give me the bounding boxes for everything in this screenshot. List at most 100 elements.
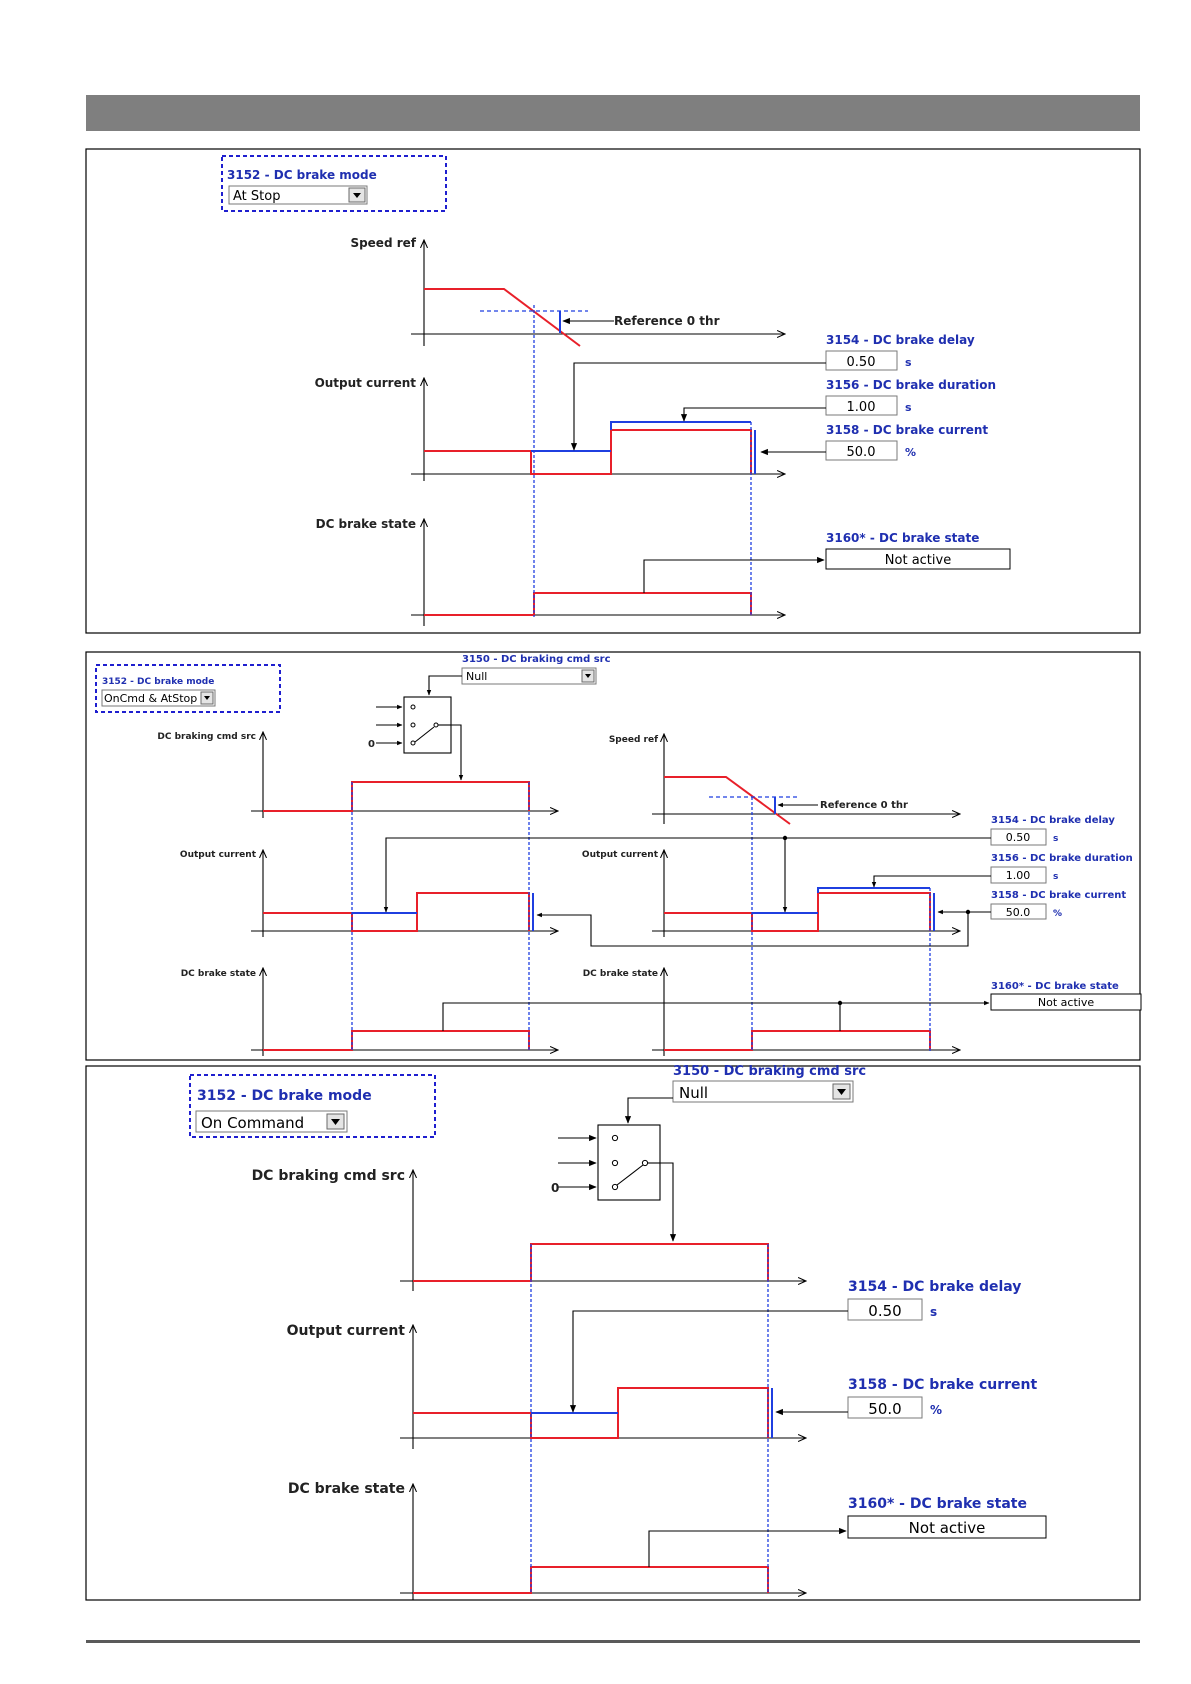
- dc-brake-current-param: 3158 - DC brake current 50.0 %: [825, 423, 988, 461]
- cmd-src-label: 3150 - DC braking cmd src: [673, 1064, 866, 1079]
- reference-threshold-label: Reference 0 thr: [820, 800, 908, 811]
- dc-brake-current-param: 3158 - DC brake current 50.0 %: [990, 890, 1126, 920]
- mode-dropdown-value: At Stop: [233, 189, 280, 204]
- chevron-down-icon: [837, 1089, 846, 1095]
- cmd-src-dropdown-field[interactable]: [672, 1080, 854, 1103]
- panel-at-stop: 3152 - DC brake mode At Stop Speed ref R…: [85, 148, 1141, 634]
- switch-contact: [410, 722, 416, 728]
- mode-box-border: [189, 1074, 436, 1138]
- dc-brake-mode-selector: 3152 - DC brake mode At Stop: [221, 155, 447, 212]
- switch-contact: [410, 740, 416, 746]
- right-output-current-axis-label: Output current: [582, 850, 659, 860]
- cmd-src-dropdown[interactable]: Null: [461, 667, 597, 685]
- mode-dropdown-field[interactable]: [101, 689, 216, 707]
- header-bar: [86, 95, 1140, 131]
- cmd-src-label: 3150 - DC braking cmd src: [462, 654, 611, 665]
- cmd-src-dropdown[interactable]: Null: [672, 1080, 854, 1103]
- chevron-down-icon: [204, 696, 210, 700]
- dc-brake-delay-value: 0.50: [1006, 831, 1031, 844]
- dc-brake-duration-label: 3156 - DC brake duration: [991, 853, 1133, 864]
- dc-brake-current-input[interactable]: [825, 440, 898, 461]
- switch-contact: [410, 704, 416, 710]
- dc-brake-state-display: [825, 548, 1011, 570]
- dc-brake-delay-input[interactable]: [847, 1298, 923, 1321]
- footer-rule: [86, 1640, 1140, 1643]
- switch-zero-label: 0: [551, 1181, 559, 1195]
- left-output-current-axis-label: Output current: [180, 850, 257, 860]
- dc-brake-delay-label: 3154 - DC brake delay: [826, 333, 975, 347]
- dc-brake-delay-param: 3154 - DC brake delay 0.50 s: [990, 815, 1115, 846]
- dc-brake-current-param: 3158 - DC brake current 50.0 %: [847, 1377, 1038, 1419]
- delay-junction: [782, 835, 788, 841]
- dc-brake-delay-param: 3154 - DC brake delay 0.50 s: [825, 333, 975, 371]
- dc-brake-delay-input[interactable]: [990, 828, 1047, 846]
- dc-brake-state-axis-label: DC brake state: [288, 1481, 405, 1497]
- chevron-down-icon: [353, 193, 361, 198]
- dc-brake-delay-value: 0.50: [847, 355, 876, 370]
- duration-connector-arrow: [871, 875, 991, 888]
- dc-brake-state-label: 3160* - DC brake state: [826, 531, 979, 545]
- chevron-down-icon: [331, 1119, 340, 1125]
- cmd-src-dropdown-value: Null: [679, 1084, 708, 1102]
- dc-brake-current-label: 3158 - DC brake current: [826, 423, 988, 437]
- current-connector-to-left: [536, 912, 969, 947]
- dc-brake-duration-input[interactable]: [990, 866, 1047, 884]
- dc-brake-delay-input[interactable]: [825, 350, 898, 371]
- dc-brake-current-unit: %: [1053, 909, 1062, 919]
- chevron-down-icon: [585, 674, 591, 678]
- switch-lever: [616, 1164, 644, 1186]
- dc-brake-current-input[interactable]: [847, 1396, 923, 1419]
- dc-brake-state-label: 3160* - DC brake state: [848, 1496, 1027, 1512]
- dc-brake-current-unit: %: [930, 1403, 942, 1417]
- mode-dropdown-field[interactable]: [195, 1110, 348, 1133]
- dc-brake-duration-unit: s: [1053, 872, 1058, 882]
- dc-brake-state-param: 3160* - DC brake state Not active: [825, 531, 1011, 570]
- dc-brake-delay-unit: s: [1053, 834, 1058, 844]
- mode-box-border: [221, 155, 447, 212]
- dc-brake-duration-input[interactable]: [825, 395, 898, 416]
- state-connector-arrow: [648, 1527, 847, 1567]
- switch-contact: [433, 722, 439, 728]
- dc-brake-state-display: [847, 1515, 1047, 1539]
- state-connector-arrow: [643, 556, 825, 593]
- dc-braking-cmd-src-selector: 3150 - DC braking cmd src Null: [461, 654, 611, 685]
- mode-dropdown[interactable]: On Command: [195, 1110, 348, 1133]
- reference-threshold-label: Reference 0 thr: [614, 314, 720, 328]
- delay-connector-arrow: [569, 1310, 848, 1413]
- dc-brake-duration-unit: s: [905, 401, 912, 414]
- speed-ref-axis-label: Speed ref: [609, 735, 658, 745]
- right-dc-brake-state-axis-label: DC brake state: [583, 969, 658, 979]
- dc-brake-state-param: 3160* - DC brake state Not active: [990, 981, 1142, 1011]
- dc-brake-delay-unit: s: [905, 356, 912, 369]
- mode-dropdown-value: OnCmd & AtStop: [104, 692, 197, 705]
- panel-on-command: 3152 - DC brake mode On Command 3150 - D…: [85, 1064, 1141, 1601]
- speed-ref-axis-label: Speed ref: [350, 236, 416, 250]
- mode-label: 3152 - DC brake mode: [227, 168, 377, 182]
- dc-brake-duration-label: 3156 - DC brake duration: [826, 378, 996, 392]
- dc-brake-mode-selector: 3152 - DC brake mode OnCmd & AtStop: [95, 664, 281, 713]
- dc-brake-delay-label: 3154 - DC brake delay: [848, 1279, 1021, 1295]
- dc-brake-duration-value: 1.00: [847, 400, 876, 415]
- right-brake-current-level-duration: [817, 887, 930, 893]
- mode-label: 3152 - DC brake mode: [102, 677, 214, 687]
- output-current-axis-label: Output current: [315, 376, 417, 390]
- mode-dropdown-field[interactable]: [228, 185, 368, 205]
- switch-contact: [641, 1159, 649, 1167]
- mode-dropdown[interactable]: At Stop: [228, 185, 368, 205]
- dc-braking-cmd-src-selector: 3150 - DC braking cmd src Null: [672, 1064, 866, 1103]
- speed-ref-ramp: [424, 288, 581, 347]
- cmd-src-dropdown-value: Null: [466, 670, 487, 683]
- mode-dropdown[interactable]: OnCmd & AtStop: [101, 689, 216, 707]
- left-cmd-src-axis-label: DC braking cmd src: [157, 732, 256, 742]
- dc-brake-current-value: 50.0: [847, 445, 876, 460]
- switch-icon: 0: [368, 696, 452, 754]
- dc-brake-duration-param: 3156 - DC brake duration 1.00 s: [990, 853, 1133, 884]
- cmd-src-to-switch-arrow: [426, 675, 462, 696]
- dc-brake-state-param: 3160* - DC brake state Not active: [847, 1496, 1047, 1539]
- panel-oncmd-atstop: 3152 - DC brake mode OnCmd & AtStop 3150…: [85, 651, 1142, 1061]
- mode-box-border: [95, 664, 281, 713]
- state-connector: [442, 1000, 990, 1031]
- dc-brake-current-label: 3158 - DC brake current: [848, 1377, 1038, 1393]
- switch-lever: [414, 726, 435, 743]
